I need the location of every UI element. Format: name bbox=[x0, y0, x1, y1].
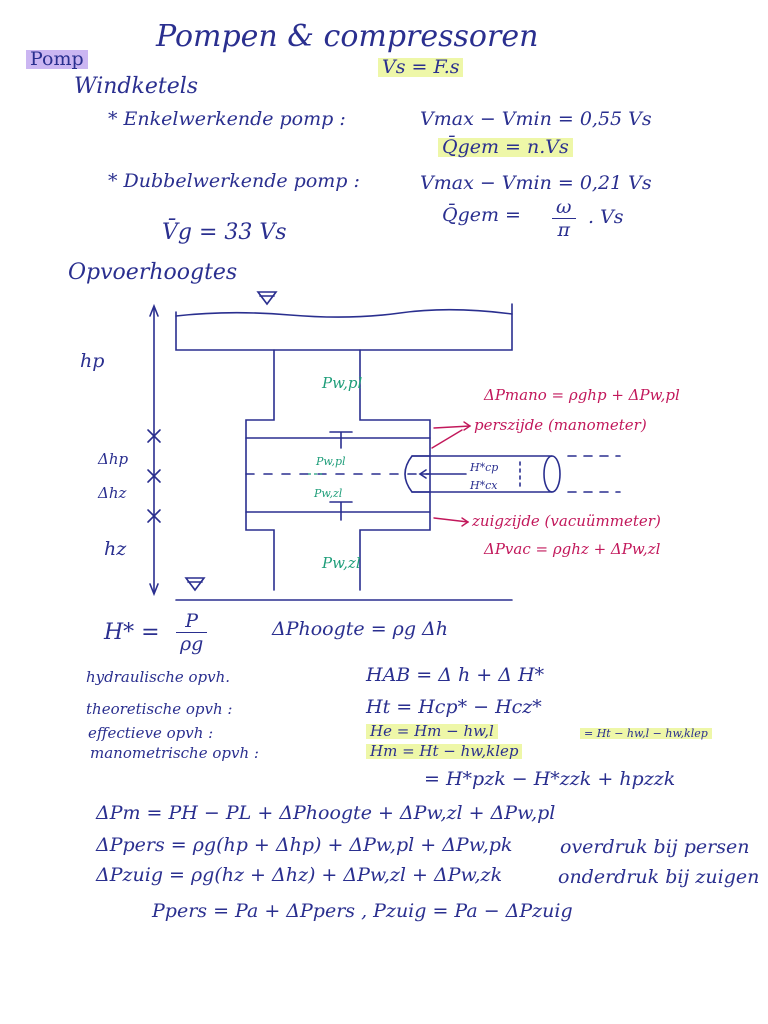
enkelwerkende-label: * Enkelwerkende pomp : bbox=[108, 108, 346, 130]
pump-left-wall bbox=[245, 349, 275, 591]
row-3-label: manometrische opvh : bbox=[90, 744, 259, 762]
dubbelwerkende-formula: Vmax − Vmin = 0,21 Vs bbox=[420, 172, 652, 194]
hstar-lhs: H* = bbox=[104, 620, 160, 645]
ppers-pzuig: Ppers = Pa + ΔPpers , Pzuig = Pa − ΔPzui… bbox=[152, 900, 573, 922]
dppers-note: overdruk bij persen bbox=[560, 836, 750, 858]
opvoerhoogtes-heading: Opvoerhoogtes bbox=[68, 260, 238, 285]
dubbelwerkende-q-lhs: Q̄gem = bbox=[442, 204, 521, 226]
label-pw-pl-top: Pw,pl bbox=[322, 374, 363, 392]
section-tag: Pomp bbox=[26, 50, 88, 69]
label-hp: hp bbox=[80, 350, 105, 372]
row-2-formula-extra: = Ht − hw,l − hw,klep bbox=[580, 728, 712, 739]
hstar-denominator: ρg bbox=[180, 633, 204, 655]
label-hcp: H*cp bbox=[470, 461, 499, 474]
enkelwerkende-formula: Vmax − Vmin = 0,55 Vs bbox=[420, 108, 652, 130]
enkelwerkende-q: Q̄gem = n.Vs bbox=[438, 138, 573, 157]
label-pw-zl-mid: Pw,zl bbox=[314, 487, 343, 500]
bottom-water-triangle bbox=[184, 577, 206, 592]
row-0-label: hydraulische opvh. bbox=[86, 668, 231, 686]
annotation-dp-mano: ΔPmano = ρghp + ΔPw,pl bbox=[484, 386, 680, 404]
vg-formula: V̄g = 33 Vs bbox=[162, 220, 287, 245]
annotation-dp-vac: ΔPvac = ρghz + ΔPw,zl bbox=[484, 540, 661, 558]
zuig-valve bbox=[329, 501, 353, 521]
fraction-numerator: ω bbox=[552, 196, 576, 219]
row-1-label: theoretische opvh : bbox=[86, 700, 233, 718]
annotation-zuigzijde: zuigzijde (vacuümmeter) bbox=[472, 512, 661, 530]
row-3-formula: Hm = Ht − hw,klep bbox=[366, 744, 523, 759]
dpzuig-formula: ΔPzuig = ρg(hz + Δhz) + ΔPw,zl + ΔPw,zk bbox=[96, 864, 503, 886]
label-hz: hz bbox=[104, 538, 127, 560]
dubbelwerkende-q-rhs: . Vs bbox=[588, 206, 624, 228]
cylinder-end bbox=[543, 455, 561, 493]
vs-formula: Vs = F.s bbox=[378, 58, 464, 77]
row-2-label: effectieve opvh : bbox=[88, 724, 214, 742]
pump-right-wall bbox=[359, 349, 431, 591]
row-1-formula: Ht = Hcp* − Hcz* bbox=[366, 696, 542, 718]
label-delta-hp: Δhp bbox=[98, 450, 129, 468]
dpzuig-note: onderdruk bij zuigen bbox=[558, 866, 760, 888]
windketels-heading: Windketels bbox=[74, 74, 199, 99]
dpm-formula: ΔPm = PH − PL + ΔPhoogte + ΔPw,zl + ΔPw,… bbox=[96, 802, 556, 824]
hstar-fraction: P ρg bbox=[176, 610, 208, 655]
fraction-denominator: π bbox=[557, 219, 571, 241]
page-title: Pompen & compressoren bbox=[156, 19, 539, 54]
pers-valve bbox=[329, 431, 353, 449]
label-delta-hz: Δhz bbox=[98, 484, 127, 502]
label-hcx: H*cx bbox=[470, 479, 498, 492]
top-water-triangle bbox=[256, 291, 278, 306]
label-pw-pl-mid: Pw,pl bbox=[316, 455, 346, 468]
row-2-formula: He = Hm − hw,l bbox=[366, 724, 498, 739]
dubbelwerkende-q-fraction: ω π bbox=[552, 196, 576, 241]
top-reservoir-outline bbox=[175, 303, 513, 351]
top-water-surface bbox=[175, 308, 513, 318]
row-0-formula: HAB = Δ h + Δ H* bbox=[366, 664, 545, 686]
hm-extra: = H*pzk − H*zzk + hpzzk bbox=[424, 768, 676, 790]
dubbelwerkende-label: * Dubbelwerkende pomp : bbox=[108, 170, 360, 192]
dp-hoogte: ΔPhoogte = ρg Δh bbox=[272, 618, 448, 640]
label-pw-zl-bot: Pw,zl bbox=[322, 554, 361, 572]
hstar-numerator: P bbox=[176, 610, 208, 633]
dppers-formula: ΔPpers = ρg(hp + Δhp) + ΔPw,pl + ΔPw,pk bbox=[96, 834, 513, 856]
annotation-perszijde: perszijde (manometer) bbox=[474, 416, 647, 434]
